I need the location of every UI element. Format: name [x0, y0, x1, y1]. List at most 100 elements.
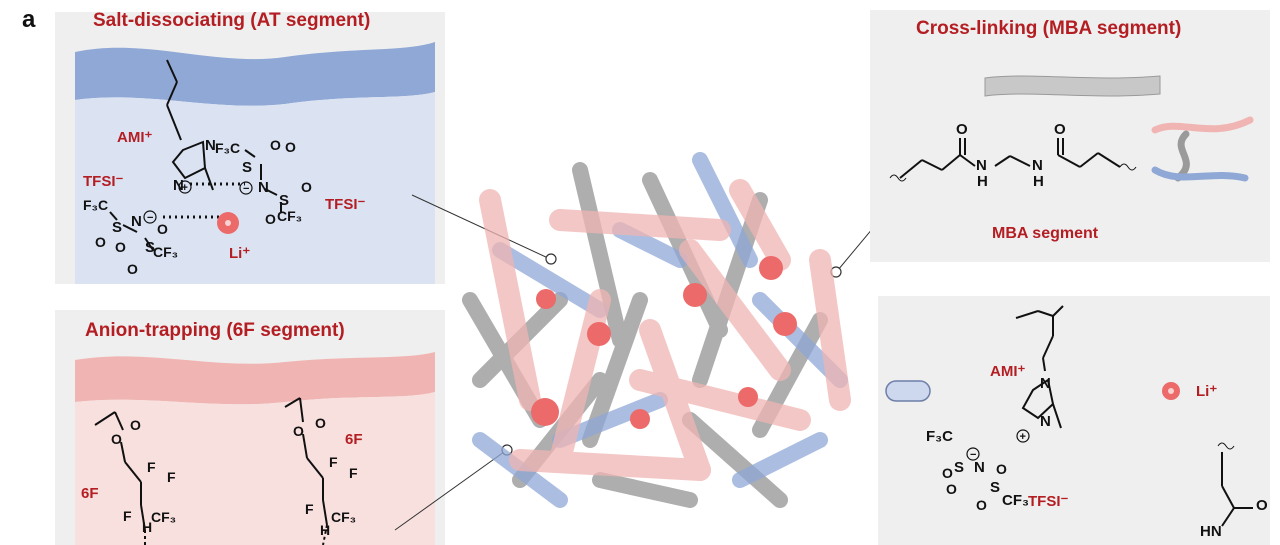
svg-text:H: H — [1033, 173, 1044, 190]
svg-text:+: + — [182, 182, 188, 194]
svg-text:O: O — [956, 121, 968, 138]
legend-panel: + − N N S N S O O O O O HN AMI⁺ Li⁺ TFSI… — [878, 296, 1270, 545]
svg-text:N: N — [173, 177, 184, 194]
li-sphere — [531, 398, 559, 426]
svg-text:O: O — [1256, 497, 1268, 514]
svg-text:−: − — [970, 449, 976, 461]
salt-dissociating-panel: + − − N N S O O N S O O S N S O O O O Sa… — [55, 10, 445, 284]
svg-text:O: O — [111, 431, 122, 447]
svg-text:−: − — [147, 212, 153, 224]
pink-strand-icon — [1151, 116, 1254, 134]
svg-text:CF₃: CF₃ — [331, 509, 356, 525]
blue-strand-icon — [1151, 166, 1249, 182]
svg-text:N: N — [258, 179, 269, 196]
svg-text:+: + — [1020, 431, 1026, 443]
svg-text:F: F — [167, 469, 176, 485]
li-spheres — [531, 256, 797, 429]
svg-text:S: S — [145, 239, 155, 256]
tfsi-label-right: TFSI⁻ — [325, 196, 366, 213]
svg-text:F: F — [349, 465, 358, 481]
legend-minus-icon — [966, 447, 980, 461]
svg-text:N: N — [1032, 157, 1043, 174]
svg-text:O: O — [265, 211, 276, 227]
svg-text:O: O — [115, 239, 126, 255]
f3c-bottom-label: F₃C — [83, 197, 109, 213]
li-label: Li⁺ — [229, 245, 251, 262]
li-sphere — [738, 387, 758, 407]
li-sphere — [630, 409, 650, 429]
salt-panel-graphic: + − − N N S O O N S O O S N S O O O O — [75, 42, 435, 284]
connector-node-crosslink — [830, 266, 842, 278]
svg-text:H: H — [977, 173, 988, 190]
svg-text:O: O — [293, 423, 304, 439]
svg-text:F: F — [123, 508, 132, 524]
legend-graphic: + − N N S N S O O O O O HN — [885, 305, 1268, 540]
connector-node-salt — [545, 253, 557, 265]
svg-text:O: O — [157, 221, 168, 237]
svg-text:N: N — [205, 137, 216, 154]
panel-letter: a — [22, 6, 36, 33]
li-sphere — [759, 256, 783, 280]
svg-text:S: S — [990, 479, 1000, 496]
gray-strand-icon — [1174, 130, 1190, 182]
trapping-region — [75, 392, 435, 545]
svg-text:S: S — [954, 459, 964, 476]
svg-text:−: − — [243, 183, 249, 195]
svg-text:O: O — [130, 417, 141, 433]
pink-polymer-ribbon — [75, 352, 435, 405]
electrolyte-region — [75, 92, 435, 284]
legend-f3c-label: F₃C — [926, 428, 953, 445]
cf3-top-label: CF₃ — [277, 208, 303, 224]
f3c-top-label: F₃C — [215, 140, 241, 156]
anion-panel-graphic: O O F F F H CF₃ O O F F F H CF₃ — [75, 352, 435, 545]
svg-text:F: F — [305, 501, 314, 517]
6f-label-right: 6F — [345, 431, 363, 448]
legend-tfsi-label: TFSI⁻ — [1028, 493, 1069, 510]
tfsi-top-bonds — [244, 149, 282, 212]
ami-imidazolium-ring — [166, 59, 214, 191]
blue-polymer-ribbon — [75, 42, 435, 106]
li-sphere — [587, 322, 611, 346]
li-sphere — [536, 289, 556, 309]
legend-ami-label: AMI⁺ — [990, 363, 1026, 380]
svg-text:N: N — [976, 157, 987, 174]
svg-text:O: O — [95, 234, 106, 250]
svg-text:S: S — [112, 219, 122, 236]
svg-text:O: O — [285, 139, 296, 155]
svg-text:O: O — [301, 179, 312, 195]
anion-trapping-panel: O O F F F H CF₃ O O F F F H CF₃ Anion-tr… — [55, 310, 445, 545]
6f-chain-right — [284, 397, 328, 545]
svg-text:F: F — [147, 459, 156, 475]
svg-text:S: S — [279, 192, 289, 209]
plus-charge-icon — [178, 180, 192, 194]
svg-text:N: N — [1040, 413, 1051, 430]
li-sphere — [773, 312, 797, 336]
svg-text:F: F — [329, 454, 338, 470]
svg-text:N: N — [974, 459, 985, 476]
6f-chain-left — [94, 411, 146, 545]
minus-charge-icon — [239, 181, 253, 195]
cf3-bottom-label: CF₃ — [153, 244, 179, 260]
connector-node-anion — [501, 444, 513, 456]
anion-panel-title: Anion-trapping (6F segment) — [85, 320, 345, 341]
minus-charge-icon-lower — [143, 210, 157, 224]
svg-text:H: H — [142, 519, 152, 535]
svg-text:O: O — [946, 481, 957, 497]
chain-segment-legend-icon — [885, 380, 931, 402]
svg-text:O: O — [976, 497, 987, 513]
crosslink-panel-graphic: O O N H N H — [889, 75, 1254, 190]
svg-text:CF₃: CF₃ — [151, 509, 176, 525]
legend-plus-icon — [1016, 429, 1030, 443]
mba-skeleton — [889, 138, 1137, 182]
svg-text:O: O — [270, 137, 281, 153]
svg-text:N: N — [131, 213, 142, 230]
cross-linking-panel: O O N H N H Cross-linking (MBA segment) … — [870, 10, 1270, 262]
ami-label: AMI⁺ — [117, 129, 153, 146]
svg-text:HN: HN — [1200, 523, 1222, 540]
tfsi-label-left: TFSI⁻ — [83, 173, 124, 190]
crosslink-panel-title: Cross-linking (MBA segment) — [916, 18, 1182, 39]
gray-crosslink-ribbon — [984, 75, 1161, 97]
svg-text:N: N — [1040, 375, 1051, 392]
svg-text:S: S — [242, 159, 252, 176]
salt-panel-title: Salt-dissociating (AT segment) — [93, 10, 371, 31]
